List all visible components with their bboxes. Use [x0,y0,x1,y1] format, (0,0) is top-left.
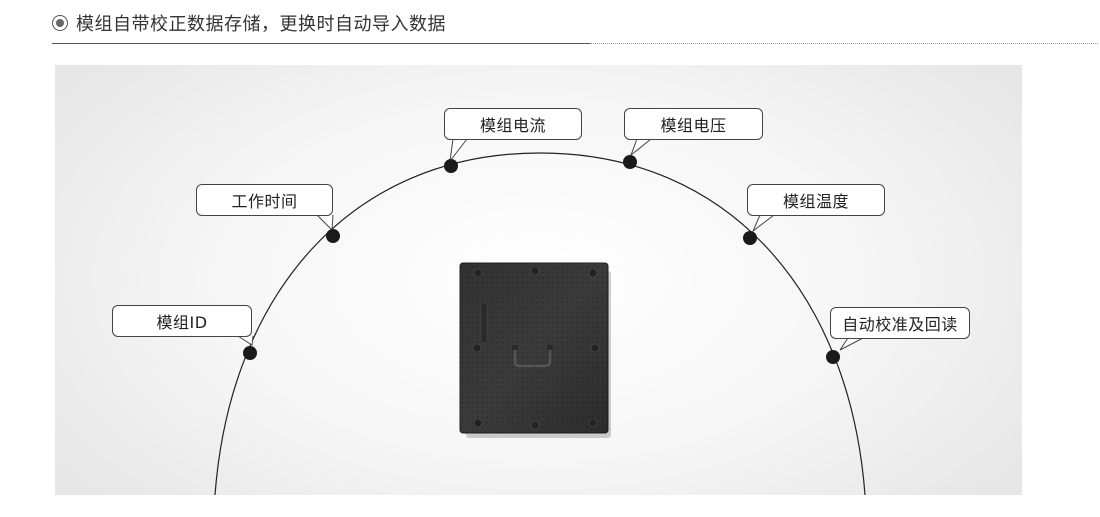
callout-tail-temperature [751,214,775,233]
callout-tail-current [449,138,468,163]
arc-dot-voltage [623,155,637,169]
callout-tail-work-time [316,214,334,232]
header-dotted-rule [590,43,1098,44]
callout-module-current: 模组电流 [444,108,582,140]
section-title: 模组自带校正数据存储，更换时自动导入数据 [76,14,446,35]
callout-module-temperature: 模组温度 [747,184,885,216]
section-header: 模组自带校正数据存储，更换时自动导入数据 [52,6,446,40]
diagram-panel: 模组ID 工作时间 模组电流 模组电压 模组温度 自动校准及回读 [55,65,1022,495]
radio-bullet-icon [52,15,68,31]
callout-work-time: 工作时间 [196,184,333,216]
led-module-image [459,262,611,438]
callout-tail-voltage [629,138,652,157]
header-underline [52,43,590,44]
callout-tail-auto-calibration [839,337,864,351]
arc-dot-module-id [243,346,257,360]
arc-dot-auto-calibration [826,350,840,364]
arc-dot-work-time [326,229,340,243]
callout-tail-module-id [237,335,254,346]
callout-auto-calibration: 自动校准及回读 [830,307,970,339]
diagram-canvas [214,138,866,495]
arc-dot-temperature [743,231,757,245]
callout-module-id: 模组ID [112,305,252,337]
arc-dot-current [444,159,458,173]
callout-module-voltage: 模组电压 [624,108,763,140]
arc-line [214,152,866,495]
